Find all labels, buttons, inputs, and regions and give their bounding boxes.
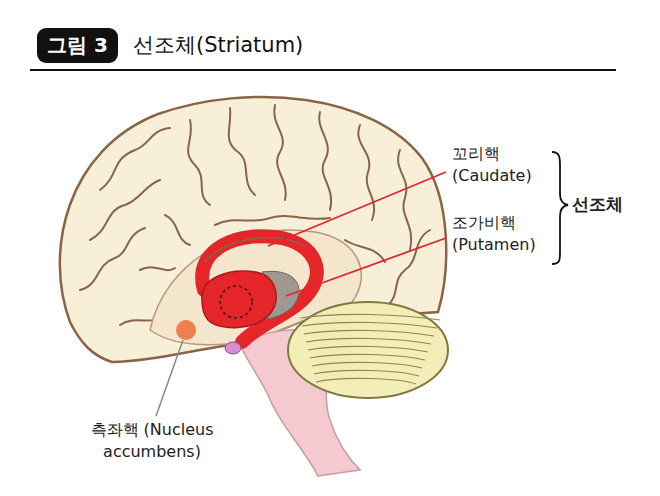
caudate-label: 꼬리핵 (Caudate) [452,143,556,186]
figure-title: 선조체(Striatum) [133,31,303,59]
nucleus-accumbens [176,320,196,340]
header-rule [30,69,616,71]
figure-badge: 그림 3 [37,28,118,63]
putamen-leader [286,238,446,296]
accumbens-leader [156,340,183,416]
putamen-dashed-outline [220,286,252,318]
lateral-ventricle-edge [205,238,305,262]
striatum-bracket [552,152,568,264]
putamen [202,271,276,328]
cerebellum-folia [300,314,440,384]
cerebellum [288,302,448,398]
accumbens-label: 측좌핵 (Nucleus accumbens) [52,419,252,462]
caudate [202,236,317,342]
putamen-label: 조가비핵 (Putamen) [452,212,556,255]
caudate-leader [268,172,446,246]
badge-text: 그림 3 [47,32,108,59]
striatum-label: 선조체 [572,193,652,216]
amygdala [225,342,241,354]
